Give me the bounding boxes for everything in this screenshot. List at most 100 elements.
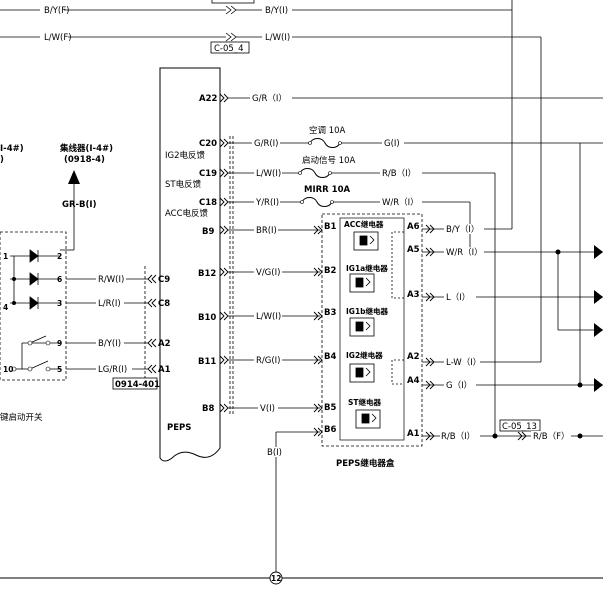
wire-label-a2-out: L-W（I） [446, 357, 481, 368]
splice-label: 集线器(I-4#) [59, 143, 113, 154]
fuse-label-1: 空调 10A [309, 125, 346, 136]
relay-symbols [349, 231, 404, 429]
connector-box-0914 [112, 377, 158, 390]
relay-box-outline [321, 213, 423, 447]
wire-label-top-right-1: B/Y(I) [265, 6, 288, 16]
relaybox-pin-a6: A6 [407, 222, 420, 232]
wire-label-top-left-2: L/W(F) [44, 33, 72, 43]
connector-label-0914: 0914-401 [115, 380, 160, 390]
peps-pin-c18: C18 [199, 198, 217, 208]
relay-box-inner [339, 217, 405, 441]
peps-label-st-feedback: ST电反馈 [165, 179, 202, 190]
relaybox-pin-b3: B3 [324, 308, 336, 318]
output-arrows [594, 245, 603, 392]
wire-label-a5-out: W/R（I） [446, 247, 483, 258]
peps-label-acc-feedback: ACC电反馈 [165, 208, 209, 219]
peps-pin-c20: C20 [199, 139, 217, 149]
switch-pin-1: 1 [3, 252, 8, 261]
ground-number: 12 [271, 574, 281, 583]
wire-label-b10: L/W(I) [256, 312, 281, 322]
fuse-label-2: 启动信号 10A [302, 155, 356, 166]
connector-pin-a1: A1 [158, 365, 171, 375]
wire-label-b6-down: B(I) [267, 448, 282, 458]
peps-pin-b12: B12 [198, 269, 216, 279]
relay-title-ig1b: IG1b继电器 [346, 306, 389, 316]
relay-symbol-st [355, 409, 381, 429]
peps-label-ig2-feedback: IG2电反馈 [165, 150, 206, 161]
peps-pin-c19: C19 [199, 169, 217, 179]
switch-block-terminals [11, 340, 51, 372]
relaybox-pin-b5: B5 [324, 403, 336, 413]
relaybox-pin-a4: A4 [407, 376, 420, 386]
relay-symbol-ig1b [349, 317, 375, 337]
wire-c20 [228, 138, 603, 148]
wire-label-sw-a1: LG/R(I) [98, 365, 127, 375]
relaybox-left-pins: B1 B2 B3 B4 B5 B6 [324, 222, 336, 435]
relaybox-pin-a3: A3 [407, 290, 420, 300]
peps-pin-labels: A22 C20 C19 C18 B9 B12 B10 B11 B8 [198, 94, 217, 414]
wire-label-gr-b: GR-B(I) [62, 200, 97, 210]
wire-label-c20-left: G/R(I) [254, 139, 279, 149]
wire-labels-peps-relaybox: BR(I) V/G(I) L/W(I) R/G(I) V(I) [254, 225, 282, 414]
relay-title-st: ST继电器 [348, 397, 382, 407]
switch-pin-5: 5 [57, 365, 62, 374]
switch-block-internals [10, 249, 60, 370]
relaybox-pin-a2: A2 [407, 352, 420, 362]
relaybox-pin-b4: B4 [324, 352, 336, 362]
relay-title-acc: ACC继电器 [344, 219, 384, 229]
relaybox-pin-b1: B1 [324, 222, 336, 232]
wire-label-top-left-1: B/Y(F) [44, 6, 69, 16]
relaybox-output-labels: B/Y（I） W/R（I） L（I） L-W（I） G（I） R/B（I） [440, 224, 484, 442]
junction-dots [468, 227, 583, 439]
wire-label-c19-right: R/B（I） [382, 168, 416, 179]
wire-label-a6-out: B/Y（I） [446, 224, 479, 235]
peps-pin-b9: B9 [202, 227, 214, 237]
wire-label-sw-c9: R/W(I) [98, 275, 124, 285]
connector-pin-c9: C9 [158, 275, 170, 285]
wire-label-b12: V/G(I) [256, 268, 280, 278]
peps-pin-a22: A22 [199, 94, 217, 104]
wire-label-c18-right: W/R（I） [382, 197, 419, 208]
connector-c05-13-chevron [517, 431, 527, 441]
wire-label-sw-a2: B/Y(I) [98, 339, 121, 349]
switch-pin-2: 2 [57, 252, 62, 261]
switch-block-pin-labels: 1 4 10 2 6 3 9 5 [3, 252, 62, 374]
relay-symbol-ig1a [349, 273, 375, 293]
wire-label-sw-c8: L/R(I) [98, 299, 121, 309]
relay-title-ig1a: IG1a继电器 [346, 263, 388, 273]
partial-label-1: I-4#) [0, 144, 24, 154]
relaybox-chevrons-right [425, 224, 435, 441]
switch-connector-chevrons [147, 274, 157, 374]
relay-box-name: PEPS继电器盒 [336, 458, 395, 469]
peps-module-name: PEPS [167, 423, 191, 433]
fuse-label-3: MIRR 10A [304, 185, 350, 195]
switch-pin-10: 10 [3, 365, 13, 374]
switch-pin-6: 6 [57, 275, 62, 284]
wire-label-b11: R/G(I) [256, 356, 281, 366]
wire-label-top-right-2: L/W(I) [265, 33, 290, 43]
relay-symbol-acc [353, 231, 379, 251]
relaybox-pin-b2: B2 [324, 266, 336, 276]
switch-wire-labels: R/W(I) L/R(I) B/Y(I) LG/R(I) [96, 274, 132, 375]
splice-code: (0918-4) [64, 155, 105, 165]
peps-pin-b10: B10 [198, 313, 216, 323]
relaybox-pin-a5: A5 [407, 245, 420, 255]
relaybox-pin-b6: B6 [324, 425, 336, 435]
wire-label-c19-left: L/W(I) [256, 169, 281, 179]
relaybox-chevrons-left [313, 225, 323, 437]
top-wire-b-y [0, 0, 513, 15]
connector-label-c05-13: C-05_13 [502, 422, 537, 432]
peps-module-outline [159, 67, 221, 462]
wire-label-a22: G/R（I） [252, 93, 287, 104]
ground-node [269, 571, 283, 585]
relaybox-outputs [422, 10, 603, 437]
switch-block-outline [0, 231, 67, 381]
peps-pin-b8: B8 [202, 404, 214, 414]
relay-titles: ACC继电器 IG1a继电器 IG1b继电器 IG2继电器 ST继电器 [344, 219, 389, 407]
connector-box-c05-4 [210, 41, 250, 54]
wire-label-a1-out: R/B（I） [441, 431, 475, 442]
connector-pin-a2: A2 [158, 339, 171, 349]
wire-label-a4-out: G（I） [446, 380, 472, 391]
